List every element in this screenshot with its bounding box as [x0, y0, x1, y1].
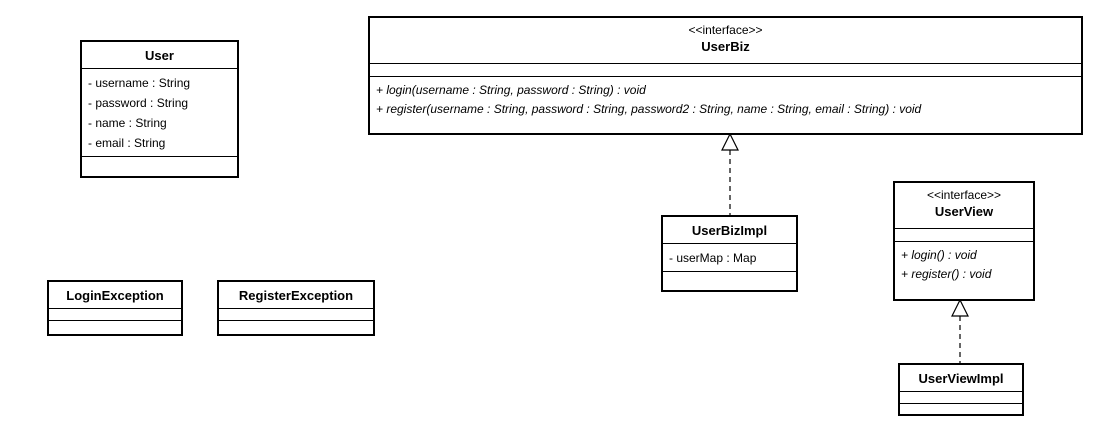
operation: + register(username : String, password :… [376, 102, 922, 116]
class-loginexception[interactable]: LoginException [47, 280, 183, 336]
attribute: - username : String [88, 76, 191, 90]
class-user[interactable]: User - username : String - password : St… [80, 40, 239, 178]
attributes-compartment: - userMap : Map [663, 243, 796, 271]
attribute: - name : String [88, 116, 167, 130]
operation: + login(username : String, password : St… [376, 83, 646, 97]
class-registerexception[interactable]: RegisterException [217, 280, 375, 336]
class-userviewimpl[interactable]: UserViewImpl [898, 363, 1024, 416]
class-userbizimpl[interactable]: UserBizImpl - userMap : Map [661, 215, 798, 292]
operation: + login() : void [901, 248, 977, 262]
operations-compartment [49, 320, 181, 332]
attribute: - userMap : Map [669, 251, 757, 265]
class-userview[interactable]: <<interface>> UserView + login() : void … [893, 181, 1035, 301]
operations-compartment [82, 156, 237, 169]
hollow-triangle-arrowhead [721, 132, 739, 151]
realization-userbizimpl-userbiz [721, 132, 739, 216]
class-name: UserViewImpl [918, 371, 1004, 386]
attribute: - email : String [88, 136, 166, 150]
realization-userviewimpl-userview [951, 298, 969, 364]
stereotype: <<interface>> [926, 188, 1002, 202]
attributes-compartment [49, 308, 181, 320]
class-name: UserBizImpl [691, 223, 768, 238]
class-userbiz[interactable]: <<interface>> UserBiz + login(username :… [368, 16, 1083, 135]
attributes-compartment [895, 228, 1033, 241]
operation: + register() : void [901, 267, 992, 281]
operations-compartment: + login() : void + register() : void [895, 241, 1033, 287]
attributes-compartment [900, 391, 1022, 403]
hollow-triangle-arrowhead [951, 298, 969, 317]
class-name: RegisterException [238, 288, 354, 303]
operations-compartment [219, 320, 373, 332]
class-name: User [145, 48, 174, 63]
operations-compartment [900, 403, 1022, 415]
attributes-compartment [219, 308, 373, 320]
stereotype: <<interface>> [688, 23, 763, 37]
class-name: LoginException [66, 288, 164, 303]
attribute: - password : String [88, 96, 189, 110]
attributes-compartment [370, 63, 1081, 76]
operations-compartment [663, 271, 796, 284]
attributes-compartment: - username : String - password : String … [82, 68, 237, 156]
operations-compartment: + login(username : String, password : St… [370, 76, 1081, 122]
class-name: UserView [934, 204, 994, 219]
class-name: UserBiz [701, 39, 750, 54]
